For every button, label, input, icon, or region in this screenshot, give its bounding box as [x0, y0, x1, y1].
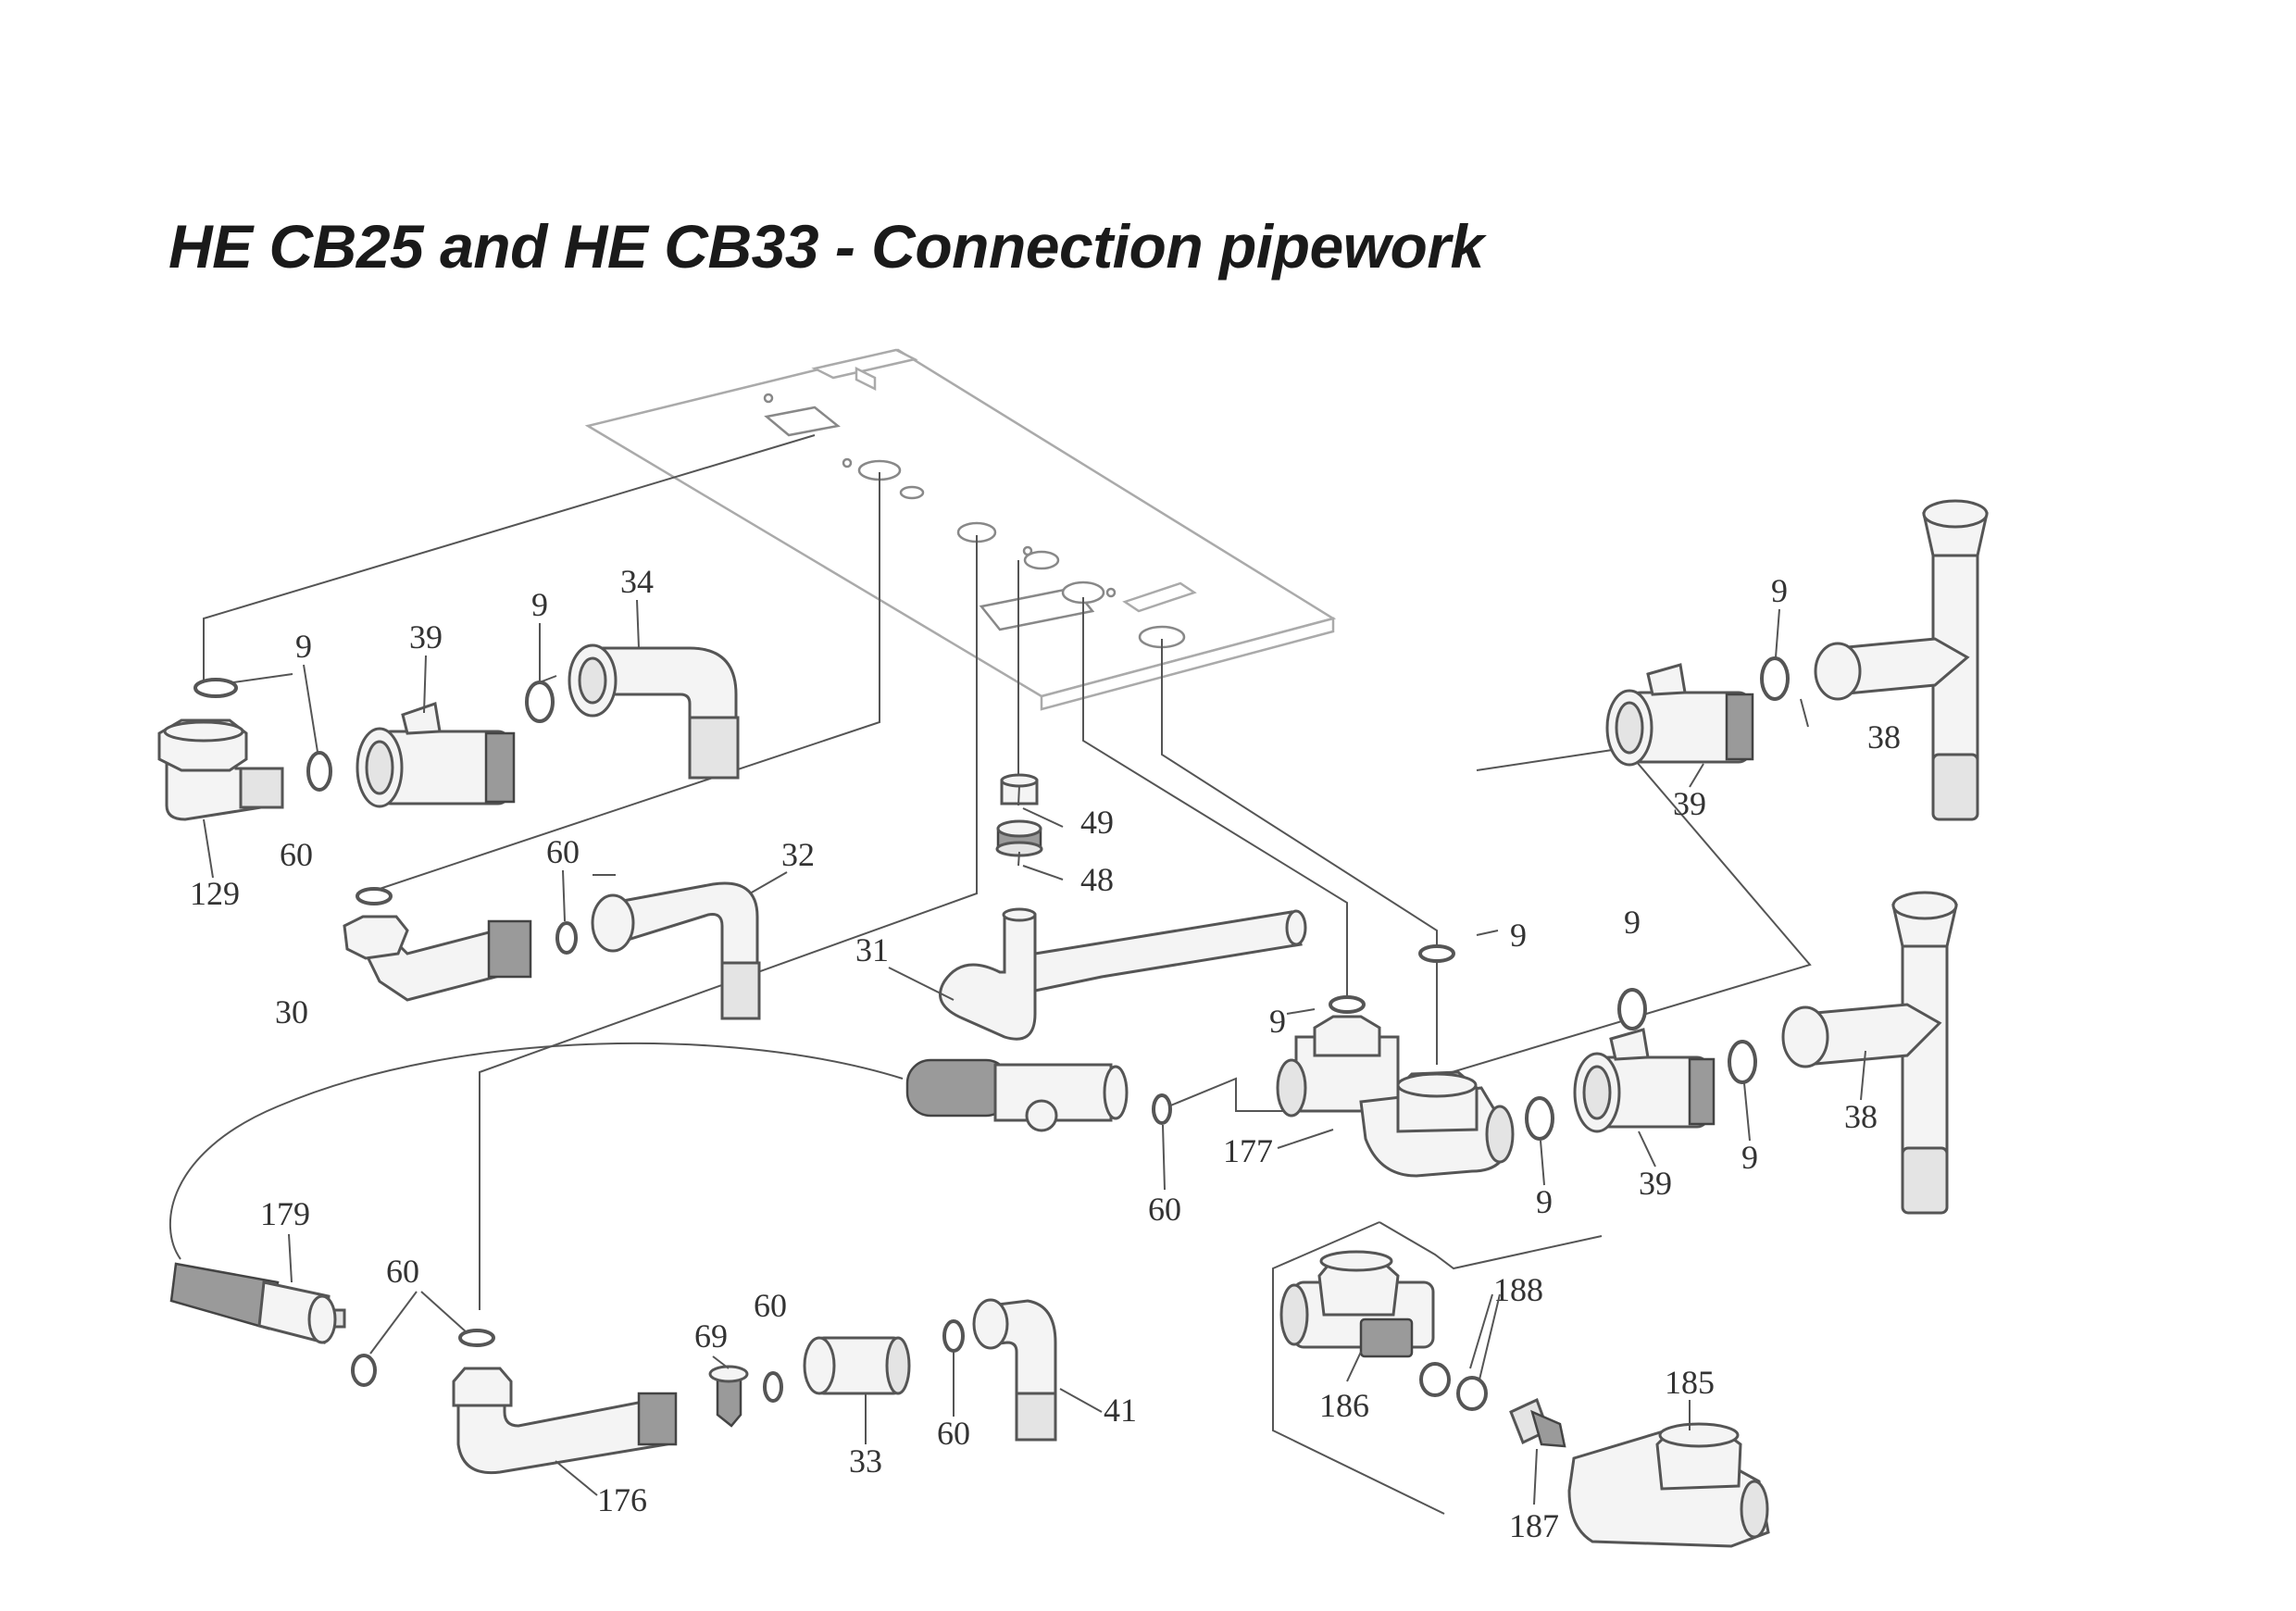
label-9e: 9 [1624, 904, 1641, 941]
part-179-hose-valve [169, 1262, 346, 1344]
label-9d: 9 [1510, 917, 1527, 954]
washer-9i [1728, 1040, 1757, 1084]
washer-9a [193, 678, 238, 698]
washer-9c [525, 681, 555, 723]
part-177-manifold [1276, 1015, 1515, 1178]
label-60f: 60 [937, 1415, 970, 1452]
washer-60g [942, 1319, 965, 1353]
label-9a: 9 [295, 628, 312, 665]
label-33: 33 [849, 1442, 882, 1480]
label-179: 179 [260, 1195, 310, 1232]
part-49 [1000, 773, 1039, 806]
hose-connector-top [905, 1058, 1129, 1132]
label-186: 186 [1319, 1387, 1369, 1424]
part-33-coupling [803, 1336, 911, 1395]
label-69: 69 [694, 1318, 728, 1355]
part-187-plug [1509, 1397, 1566, 1448]
label-60b: 60 [546, 833, 580, 870]
washer-188b [1456, 1376, 1488, 1411]
label-185: 185 [1665, 1364, 1715, 1401]
label-32: 32 [781, 836, 815, 873]
part-176-pipe [452, 1367, 678, 1475]
label-60c: 60 [1148, 1191, 1181, 1228]
label-60a: 60 [280, 836, 313, 873]
label-leaders [203, 599, 1866, 1505]
part-39-valve-c [1573, 1028, 1716, 1133]
part-186-valve [1279, 1250, 1435, 1358]
label-49: 49 [1080, 804, 1114, 841]
label-9f: 9 [1269, 1003, 1286, 1040]
label-60d: 60 [386, 1253, 419, 1290]
label-187: 187 [1509, 1507, 1559, 1544]
label-48: 48 [1080, 861, 1114, 898]
label-9g: 9 [1536, 1183, 1553, 1220]
washer-9b [306, 751, 332, 792]
washer-9f [1418, 944, 1455, 963]
part-32-pipe-bend [591, 881, 761, 1020]
label-188: 188 [1493, 1271, 1543, 1308]
label-9b: 9 [531, 586, 548, 623]
label-60e: 60 [754, 1287, 787, 1324]
page-title: HE CB25 and HE CB33 - Connection pipewor… [168, 212, 1484, 281]
washer-9g [1525, 1096, 1554, 1141]
washer-60b [555, 921, 578, 955]
label-9c: 9 [1771, 572, 1788, 609]
part-39-valve-b [1605, 663, 1754, 767]
label-34: 34 [620, 563, 654, 600]
part-185-tee [1567, 1422, 1770, 1548]
label-30: 30 [275, 993, 308, 1030]
part-30-pipe [343, 915, 532, 1002]
washer-188a [1419, 1362, 1451, 1397]
part-31-siphon [939, 907, 1307, 1041]
part-38-tee-b [1781, 891, 1958, 1215]
washer-60a [356, 887, 393, 905]
washer-60f [763, 1371, 783, 1403]
label-39b: 39 [1673, 785, 1706, 822]
part-34-pipe-bend [568, 643, 740, 780]
part-38-tee-a [1814, 499, 1989, 821]
part-39-valve-a [356, 702, 516, 808]
label-39c: 39 [1639, 1165, 1672, 1202]
label-38b: 38 [1844, 1098, 1878, 1135]
part-41-elbow [972, 1298, 1057, 1442]
mounting-plate [584, 348, 1337, 711]
washer-60d [351, 1354, 377, 1387]
label-39a: 39 [409, 618, 443, 656]
washer-60c [1152, 1093, 1172, 1125]
part-129-elbow [157, 718, 284, 821]
label-176: 176 [597, 1481, 647, 1518]
label-38a: 38 [1867, 718, 1901, 756]
part-labels: 129 9 39 9 34 60 60 32 30 49 48 31 9 38 … [190, 563, 1901, 1544]
label-41: 41 [1104, 1392, 1137, 1429]
washer-9d [1760, 656, 1790, 701]
part-69-screw [708, 1365, 749, 1428]
washer-9e [1329, 995, 1366, 1014]
washer-9h [1617, 988, 1647, 1030]
label-177: 177 [1223, 1132, 1273, 1169]
part-48 [995, 819, 1043, 857]
label-9h: 9 [1741, 1139, 1758, 1176]
label-31: 31 [855, 931, 889, 968]
label-129: 129 [190, 875, 240, 912]
washer-60e [458, 1329, 495, 1347]
